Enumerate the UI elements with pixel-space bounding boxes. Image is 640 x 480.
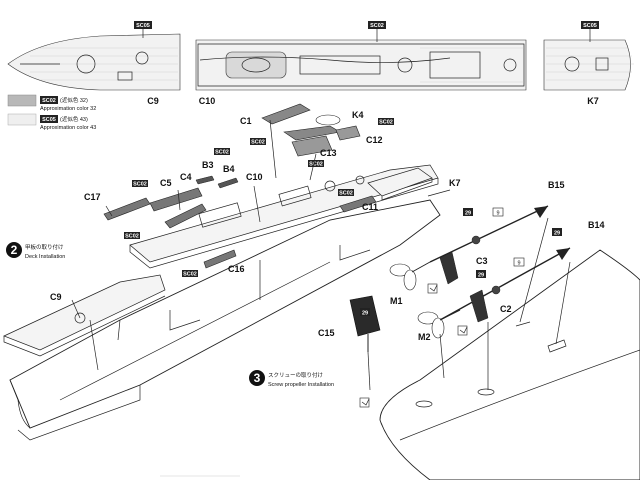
svg-text:B3: B3 xyxy=(202,160,214,170)
svg-text:SC02: SC02 xyxy=(125,234,139,240)
svg-text:C12: C12 xyxy=(366,135,383,145)
svg-text:SC05: SC05 xyxy=(583,23,597,29)
sc-tag-top-c9: SC05 xyxy=(134,21,152,38)
part-c5 xyxy=(164,203,207,229)
strut-c3 xyxy=(439,251,459,285)
part-b3 xyxy=(195,175,215,185)
part-b4 xyxy=(217,177,239,189)
strut-c2 xyxy=(469,289,489,323)
svg-text:B14: B14 xyxy=(588,220,605,230)
svg-text:SC02: SC02 xyxy=(133,182,147,188)
svg-text:C1: C1 xyxy=(240,116,252,126)
color-legend: SC02 (近似色 32) Approximation color 32 SC0… xyxy=(7,94,96,131)
shaft-b15 xyxy=(429,205,549,263)
step-2-header: 2 甲板の取り付け Deck Installation xyxy=(6,242,65,260)
part-c17 xyxy=(103,197,151,221)
svg-text:29: 29 xyxy=(465,211,471,217)
svg-text:Approximation color 43: Approximation color 43 xyxy=(40,125,96,131)
hull-main xyxy=(9,199,441,441)
deck-part-k7 xyxy=(367,167,433,201)
propeller-m1 xyxy=(389,261,431,291)
svg-text:C3: C3 xyxy=(476,256,488,266)
svg-text:9: 9 xyxy=(496,211,499,217)
svg-text:甲板の取り付け: 甲板の取り付け xyxy=(25,243,64,251)
legend-swatch-sc02 xyxy=(7,94,37,107)
svg-text:(近似色 43): (近似色 43) xyxy=(60,115,88,123)
part-c12 xyxy=(335,125,361,141)
svg-text:29: 29 xyxy=(554,231,560,237)
step-3-header: 3 スクリューの取り付け Screw propeller Installatio… xyxy=(249,370,334,388)
svg-text:C15: C15 xyxy=(318,328,335,338)
part-c11 xyxy=(339,195,377,213)
shaft-b14 xyxy=(439,247,571,321)
svg-text:スクリューの取り付け: スクリューの取り付け xyxy=(268,371,324,379)
part-c13 xyxy=(291,135,333,157)
rudder-c15 xyxy=(349,295,381,352)
svg-text:C10: C10 xyxy=(246,172,263,182)
check-markers xyxy=(359,283,468,408)
label-k7-top: K7 xyxy=(587,96,599,106)
deck-part-c10 xyxy=(129,164,439,269)
svg-text:SC02: SC02 xyxy=(251,140,265,146)
svg-text:K7: K7 xyxy=(449,178,461,188)
sc-tag-top-k7: SC05 xyxy=(581,21,599,42)
svg-text:C16: C16 xyxy=(228,264,245,274)
part-k4 xyxy=(283,114,341,141)
top-view-stern-k7 xyxy=(543,39,634,91)
sc-tag-top-c10: SC02 xyxy=(368,21,386,42)
svg-text:SC02: SC02 xyxy=(309,162,323,168)
svg-text:Approximation color 32: Approximation color 32 xyxy=(40,106,96,112)
svg-text:SC02: SC02 xyxy=(379,120,393,126)
svg-text:SC05: SC05 xyxy=(136,23,150,29)
part-labels: C1 K4 C12 C13 B3 B4 C4 C5 C10 K7 C17 C11… xyxy=(50,110,605,342)
top-view-bow-c9 xyxy=(7,33,181,91)
svg-text:29: 29 xyxy=(362,311,368,317)
propeller-m2 xyxy=(417,309,461,339)
number-tags: 9 9 29 29 29 29 xyxy=(360,207,562,317)
svg-text:SC02: SC02 xyxy=(370,23,384,29)
svg-text:(近似色 32): (近似色 32) xyxy=(60,96,88,104)
svg-text:C4: C4 xyxy=(180,172,192,182)
svg-text:3: 3 xyxy=(254,371,261,385)
svg-text:29: 29 xyxy=(478,273,484,279)
part-c1 xyxy=(261,103,311,125)
leader-lines xyxy=(71,119,571,391)
deck-part-c9 xyxy=(3,274,166,357)
sc-tags-assembly: SC02 SC02 SC02 SC02 SC02 SC02 SC02 SC02 xyxy=(124,118,394,278)
label-c9-top: C9 xyxy=(147,96,159,106)
svg-text:SC02: SC02 xyxy=(215,150,229,156)
top-view-midship-c10 xyxy=(195,39,527,91)
label-c10-top: C10 xyxy=(199,96,216,106)
svg-text:SC02: SC02 xyxy=(42,98,56,104)
svg-text:SC02: SC02 xyxy=(183,272,197,278)
svg-text:C13: C13 xyxy=(320,148,337,158)
svg-text:2: 2 xyxy=(11,243,18,257)
svg-text:C2: C2 xyxy=(500,304,512,314)
svg-text:M2: M2 xyxy=(418,332,431,342)
svg-text:SC02: SC02 xyxy=(339,191,353,197)
svg-text:C9: C9 xyxy=(50,292,62,302)
legend-swatch-sc05 xyxy=(7,113,37,126)
svg-text:B4: B4 xyxy=(223,164,235,174)
svg-text:K4: K4 xyxy=(352,110,364,120)
svg-text:C5: C5 xyxy=(160,178,172,188)
svg-text:SC05: SC05 xyxy=(42,117,56,123)
part-c16 xyxy=(203,249,237,269)
svg-text:M1: M1 xyxy=(390,296,403,306)
svg-text:C11: C11 xyxy=(362,202,378,212)
svg-text:Screw propeller Installation: Screw propeller Installation xyxy=(268,382,334,388)
svg-text:9: 9 xyxy=(517,261,520,267)
svg-text:B15: B15 xyxy=(548,180,565,190)
part-c4 xyxy=(149,187,203,212)
stern-hull xyxy=(379,249,640,480)
svg-text:C17: C17 xyxy=(84,192,101,202)
svg-text:Deck Installation: Deck Installation xyxy=(25,254,65,260)
